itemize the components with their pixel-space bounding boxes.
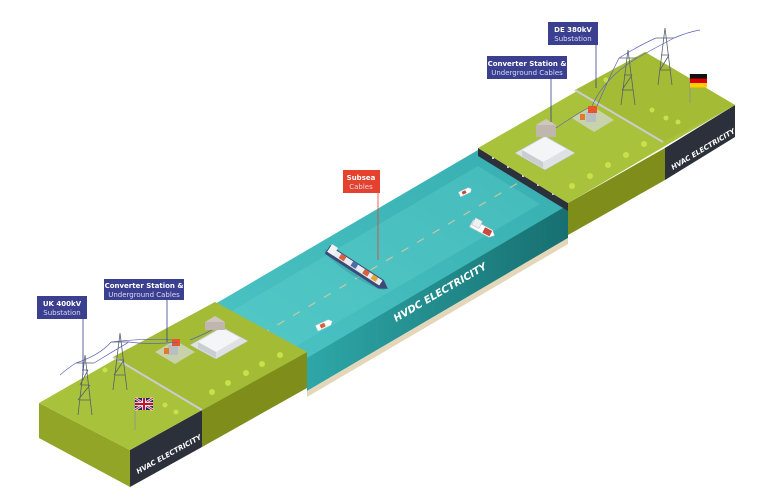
uk-land-side-olive <box>202 352 307 447</box>
uk-land-end-face <box>39 403 130 487</box>
uk-converter-callout: Converter Station & Underground Cables <box>104 279 184 342</box>
cable-route-dashed-line <box>261 179 524 335</box>
uk-substation-subtitle: Substation <box>43 309 80 317</box>
uk-substation-title: UK 400kV <box>43 300 82 308</box>
subsea-title: Subsea <box>347 174 376 182</box>
uk-substation-callout: UK 400kV Substation <box>37 296 87 375</box>
right-land-water-edge <box>478 148 568 211</box>
subsea-channel: HVDC ELECTRICITY <box>215 148 568 397</box>
uk-converter-subtitle: Underground Cables <box>108 291 180 299</box>
uk-fence <box>112 356 203 411</box>
cargo-ship <box>324 244 388 290</box>
seabed-strip <box>307 238 568 397</box>
water-glow <box>230 166 540 350</box>
de-substation-subtitle: Substation <box>554 35 591 43</box>
uk-pylon <box>76 332 129 416</box>
germany-flag-icon <box>689 74 707 103</box>
overhead-lines <box>555 29 701 129</box>
water-front-face <box>307 205 568 391</box>
trees <box>569 77 681 189</box>
boat <box>315 319 333 332</box>
de-hvac-face <box>665 105 735 180</box>
subsea-cables-callout: Subsea Cables <box>343 170 380 260</box>
trees <box>102 352 283 415</box>
de-land-block: HVAC ELECTRICITY <box>478 27 737 235</box>
uk-land-block: HVAC ELECTRICITY <box>39 302 307 487</box>
de-transformer-yard <box>572 106 614 132</box>
boat <box>458 187 472 198</box>
de-converter-callout: Converter Station & Underground Cables <box>487 56 567 122</box>
uk-hvac-face <box>130 410 202 487</box>
uk-converter-station <box>189 316 249 360</box>
de-land-side-olive <box>568 148 665 235</box>
de-substation-title: DE 380kV <box>554 26 592 34</box>
de-converter-station <box>514 119 576 171</box>
overhead-lines <box>59 329 213 376</box>
de-converter-title: Converter Station & <box>488 60 567 68</box>
water-surface <box>215 150 568 360</box>
supply-vessel <box>469 217 495 238</box>
uk-converter-title: Converter Station & <box>105 282 184 290</box>
subsea-subtitle: Cables <box>349 183 373 191</box>
uk-flag-icon <box>134 396 154 430</box>
de-substation-callout: DE 380kV Substation <box>548 22 598 88</box>
de-fence <box>574 89 664 143</box>
de-converter-subtitle: Underground Cables <box>491 69 563 77</box>
de-pylon <box>619 27 674 106</box>
